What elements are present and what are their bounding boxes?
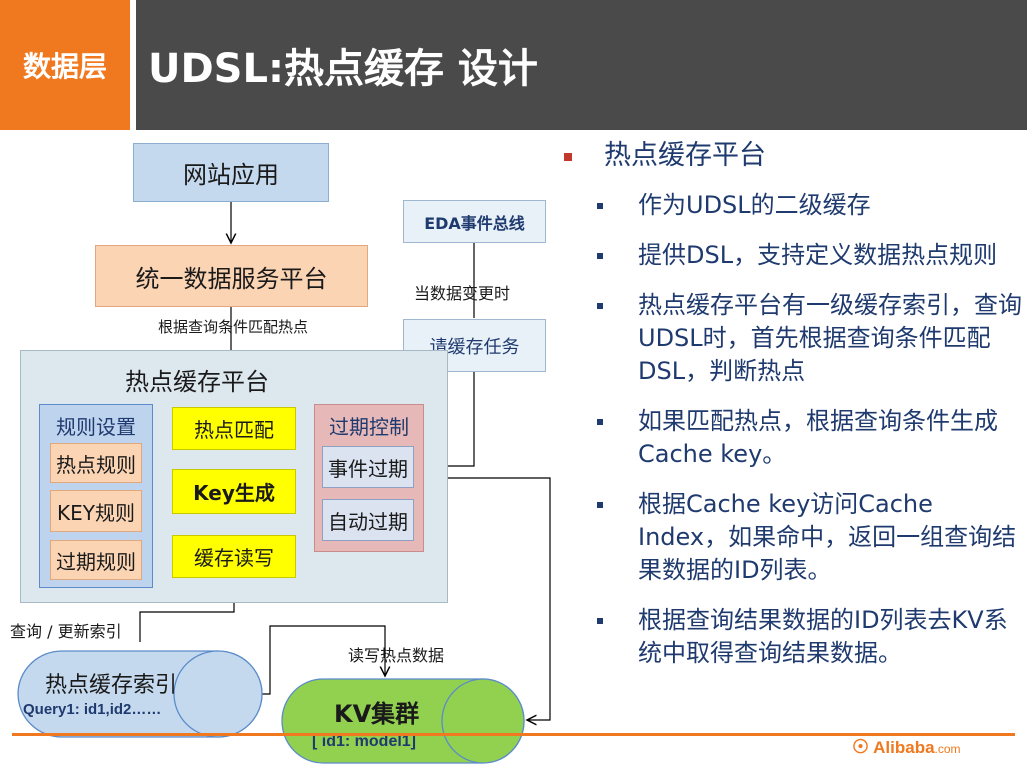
bullet-item: 如果匹配热点，根据查询条件生成Cache key。 <box>560 405 1022 471</box>
logo-mark-icon: ☉ <box>852 737 870 758</box>
bullet-item: 作为UDSL的二级缓存 <box>560 189 1022 222</box>
alibaba-logo: ☉ Alibaba.com <box>852 737 961 758</box>
auto-expire-box: 自动过期 <box>322 499 414 541</box>
bullet-item: 根据Cache key访问Cache Index，如果命中，返回一组查询结果数据… <box>560 488 1022 587</box>
rw-hot-label: 读写热点数据 <box>348 646 445 665</box>
kv-subtitle: [ id1: model1] <box>312 733 417 750</box>
key-rule-box: KEY规则 <box>50 490 142 532</box>
index-title: 热点缓存索引 <box>45 673 178 698</box>
section-tag: 数据层 <box>0 0 130 130</box>
expire-rule-box: 过期规则 <box>50 540 142 580</box>
eda-bus-box: EDA事件总线 <box>403 200 546 243</box>
match-label: 根据查询条件匹配热点 <box>158 318 309 336</box>
bullet-main: 热点缓存平台 <box>560 138 1022 174</box>
cache-rw-box: 缓存读写 <box>172 535 296 578</box>
hot-match-box: 热点匹配 <box>172 407 296 450</box>
bullet-item: 热点缓存平台有一级缓存索引，查询UDSL时，首先根据查询条件匹配DSL，判断热点 <box>560 289 1022 388</box>
footer-divider <box>12 733 1015 736</box>
bullet-item: 提供DSL，支持定义数据热点规则 <box>560 239 1022 272</box>
key-gen-box: Key生成 <box>172 469 296 514</box>
hot-rule-box: 热点规则 <box>50 443 142 483</box>
rules-title: 规则设置 <box>56 415 136 439</box>
unified-platform-box: 统一数据服务平台 <box>95 245 368 307</box>
web-app-box: 网站应用 <box>133 143 329 202</box>
cache-platform-title: 热点缓存平台 <box>125 368 269 396</box>
data-change-label: 当数据变更时 <box>414 284 511 303</box>
bullet-list: 热点缓存平台 作为UDSL的二级缓存 提供DSL，支持定义数据热点规则 热点缓存… <box>560 138 1022 670</box>
kv-title: KV集群 <box>334 700 420 728</box>
slide-title: UDSL:热点缓存 设计 <box>136 0 1027 130</box>
query-update-label: 查询 / 更新索引 <box>10 622 122 641</box>
bullet-item: 根据查询结果数据的ID列表去KV系统中取得查询结果数据。 <box>560 604 1022 670</box>
expire-title: 过期控制 <box>329 415 409 439</box>
index-subtitle: Query1: id1,id2…… <box>23 701 162 718</box>
event-expire-box: 事件过期 <box>322 446 414 488</box>
